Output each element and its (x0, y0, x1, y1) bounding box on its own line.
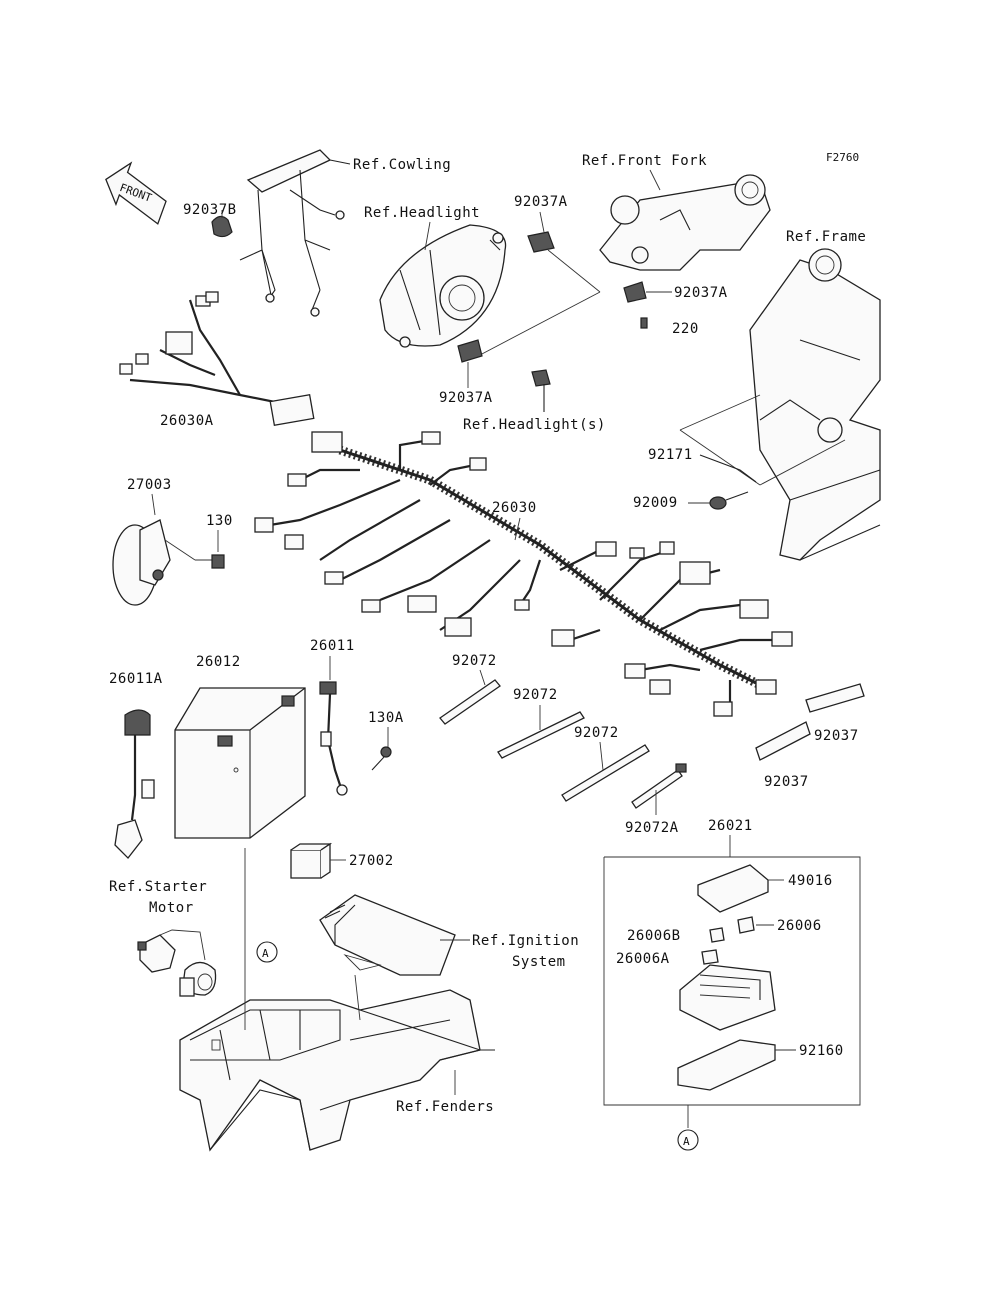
label-ref-frame: Ref.Frame (786, 229, 866, 245)
cable-tie-92072-a (439, 679, 501, 725)
label-26021: 26021 (708, 818, 753, 834)
fuse-26006B (709, 927, 725, 943)
label-27003: 27003 (127, 477, 172, 493)
callout-marker-a-left: A (256, 941, 278, 963)
label-ref-ignition-2: System (512, 954, 566, 970)
label-26030A: 26030A (160, 413, 214, 429)
fuse-26006 (737, 916, 755, 934)
label-ref-fenders: Ref.Fenders (396, 1099, 494, 1115)
bolt-130A (371, 746, 392, 771)
cable-tie-92072-b (497, 711, 585, 759)
clamp-92037A-fork (623, 281, 647, 303)
label-92037A-head: 92037A (439, 390, 493, 406)
sub-harness-26030A (119, 291, 315, 427)
label-ref-starter-1: Ref.Starter (109, 879, 207, 895)
figure-code: F2760 (826, 151, 859, 164)
label-130: 130 (206, 513, 233, 529)
label-92037A-top: 92037A (514, 194, 568, 210)
label-92037B: 92037B (183, 202, 237, 218)
front-arrow-icon: FRONT (105, 161, 167, 225)
label-26011: 26011 (310, 638, 355, 654)
label-ref-front-fork: Ref.Front Fork (582, 153, 707, 169)
horn-27003 (112, 519, 171, 606)
ignition-unit (319, 894, 456, 976)
cable-tie-92072A (631, 769, 683, 809)
screw-220 (640, 317, 648, 329)
fuse-26006A (701, 949, 719, 965)
label-92009: 92009 (633, 495, 678, 511)
clamp-92037-b (755, 721, 811, 761)
junction-box-cover-49016 (697, 864, 769, 913)
wire-92171 (699, 454, 757, 483)
label-92072A: 92072A (625, 820, 679, 836)
label-26011A: 26011A (109, 671, 163, 687)
callout-marker-a-left-text: A (262, 947, 269, 960)
clamp-92037B (211, 210, 233, 238)
label-130A: 130A (368, 710, 404, 726)
label-220: 220 (672, 321, 699, 337)
callout-marker-a-right: A (677, 1129, 699, 1151)
junction-box-base-92160 (677, 1039, 776, 1091)
label-26006: 26006 (777, 918, 822, 934)
frame-section (749, 248, 881, 561)
label-92160: 92160 (799, 1043, 844, 1059)
rear-fender-battery-case (179, 989, 495, 1152)
label-92037-b: 92037 (764, 774, 809, 790)
main-harness-26030 (254, 431, 793, 717)
label-ref-headlight: Ref.Headlight (364, 205, 480, 221)
label-92037-a: 92037 (814, 728, 859, 744)
label-ref-ignition-1: Ref.Ignition (472, 933, 579, 949)
bolt-92009 (709, 491, 749, 510)
clamp-92037A-head (457, 339, 483, 363)
label-92072-c: 92072 (574, 725, 619, 741)
label-92037A-fork: 92037A (674, 285, 728, 301)
label-26006A: 26006A (616, 951, 670, 967)
cable-26011A (114, 709, 155, 859)
clamp-92037-a (805, 683, 865, 713)
battery-26012 (174, 687, 306, 839)
cowling-stay (239, 149, 351, 317)
label-26006B: 26006B (627, 928, 681, 944)
label-92072-b: 92072 (513, 687, 558, 703)
relay-27002 (290, 842, 333, 879)
cable-tie-92072-c (561, 744, 650, 802)
front-fork-bracket (599, 174, 771, 271)
callout-marker-a-right-text: A (683, 1135, 690, 1148)
label-26030: 26030 (492, 500, 537, 516)
starter-relay-parts (137, 934, 217, 997)
label-26012: 26012 (196, 654, 241, 670)
clamp-92037A-top (527, 231, 555, 253)
label-49016: 49016 (788, 873, 833, 889)
headlight-bolt (531, 369, 551, 412)
label-27002: 27002 (349, 853, 394, 869)
label-92171: 92171 (648, 447, 693, 463)
label-ref-headlight-s: Ref.Headlight(s) (463, 417, 606, 433)
headlight-assembly (379, 224, 507, 348)
bolt-130 (211, 554, 225, 569)
cable-26011 (319, 681, 348, 796)
label-ref-starter-2: Motor (149, 900, 194, 916)
label-92072-a: 92072 (452, 653, 497, 669)
label-ref-cowling: Ref.Cowling (353, 157, 451, 173)
junction-box-26021 (679, 964, 776, 1031)
